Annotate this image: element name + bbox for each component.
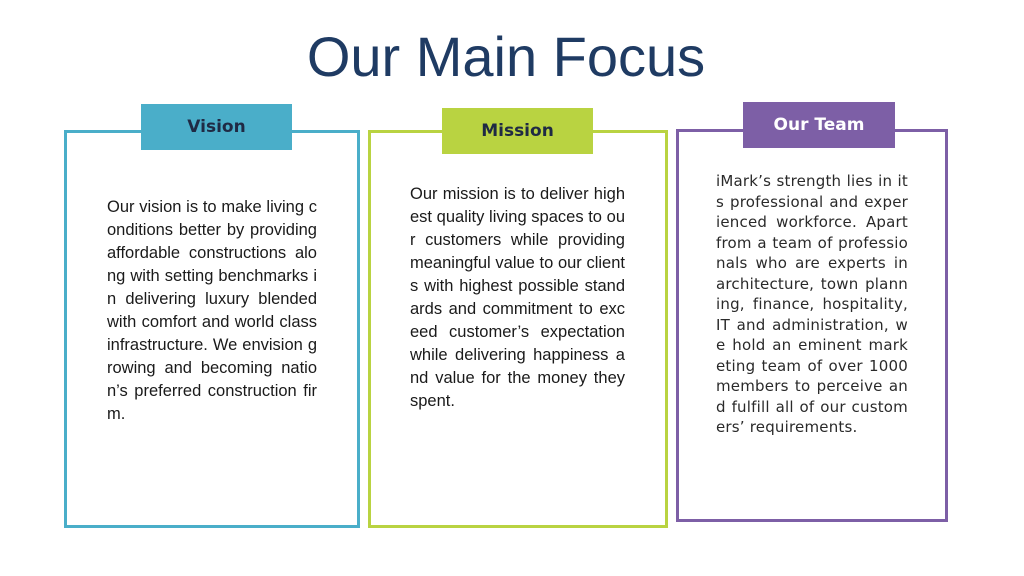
- mission-tab-label: Mission: [442, 108, 593, 154]
- team-tab-label: Our Team: [743, 102, 895, 148]
- vision-card: [64, 130, 360, 528]
- team-text: iMark’s strength lies in its professiona…: [716, 172, 908, 436]
- page-title: Our Main Focus: [306, 25, 706, 88]
- mission-card: [368, 130, 668, 528]
- mission-text: Our mission is to deliver highest qualit…: [410, 185, 625, 410]
- team-card: [676, 129, 948, 522]
- vision-text: Our vision is to make living conditions …: [107, 198, 317, 423]
- vision-tab-label: Vision: [141, 104, 292, 150]
